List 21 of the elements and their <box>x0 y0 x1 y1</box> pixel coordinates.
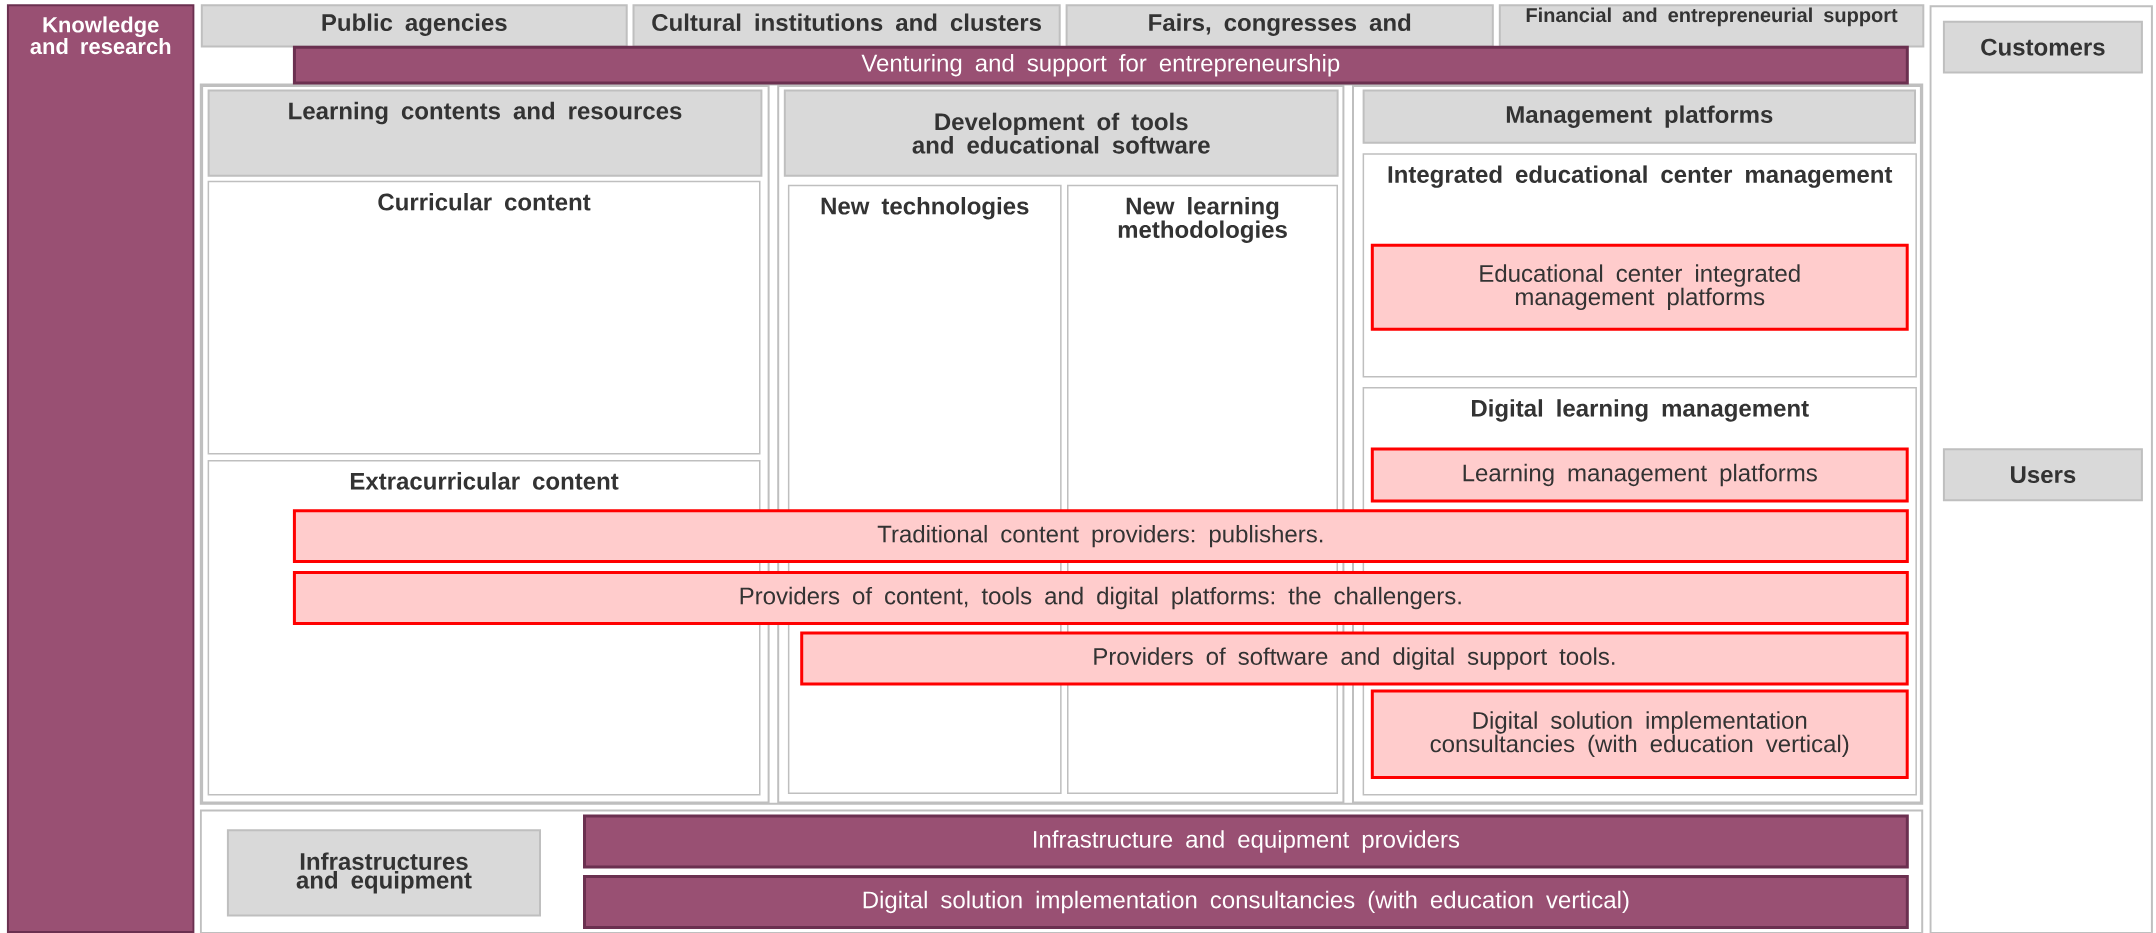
header-box: Management platforms <box>1362 89 1916 144</box>
header-box: Infrastructures and equipment <box>226 829 541 917</box>
provider-box: Providers of software and digital support tools. <box>800 631 1909 686</box>
section-box: Curricular content <box>207 180 761 455</box>
category-band: Knowledge and research <box>6 4 195 933</box>
header-box: Learning contents and resources <box>207 89 763 177</box>
category-band: Venturing and support for entrepreneurship <box>292 45 1909 85</box>
category-band: Infrastructure and equipment providers <box>583 814 1909 869</box>
category-band: Digital solution implementation consultancies (with education vertical) <box>583 875 1909 929</box>
provider-box: Providers of content, tools and digital platforms: the challengers. <box>292 571 1909 625</box>
provider-box: Traditional content providers: publishers. <box>292 509 1909 564</box>
header-box: Cultural institutions and clusters <box>632 4 1061 48</box>
header-box: Fairs, congresses and <box>1065 4 1494 48</box>
header-box: Public agencies <box>200 4 628 48</box>
header-box: Customers <box>1942 20 2143 74</box>
provider-box: Educational center integrated management platforms <box>1370 243 1909 331</box>
provider-box: Learning management platforms <box>1370 447 1909 503</box>
header-box: Development of tools and educational software <box>783 89 1339 177</box>
header-box: Users <box>1942 448 2143 502</box>
header-box: Financial and entrepreneurial support <box>1498 4 1925 48</box>
provider-box: Digital solution implementation consultancies (with education vertical) <box>1370 689 1909 779</box>
